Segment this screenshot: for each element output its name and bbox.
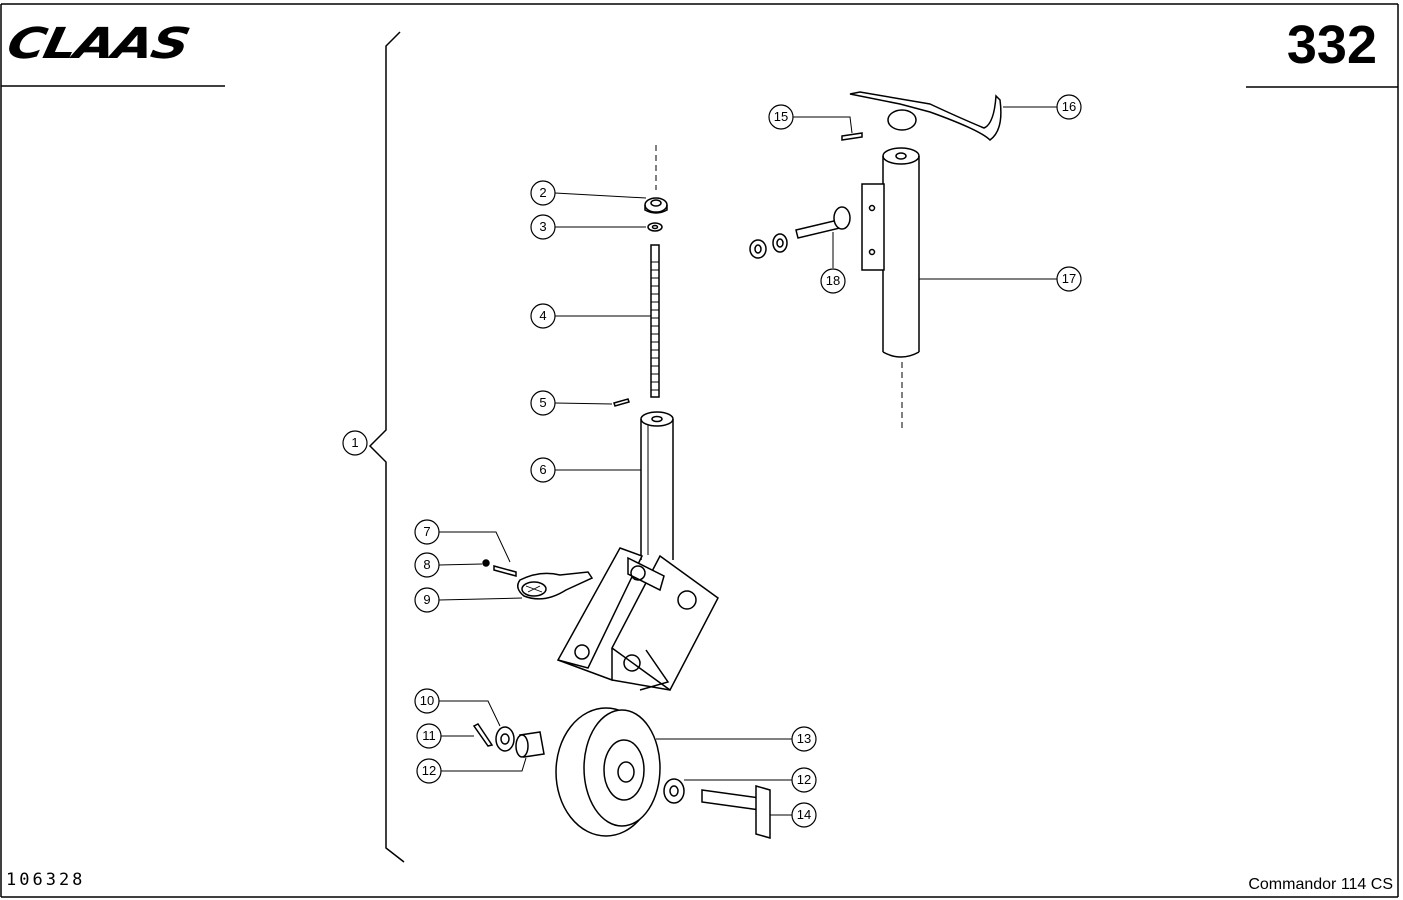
inner-tube [640, 411, 674, 560]
callout-8-label: 8 [423, 557, 430, 572]
callout-circle [530, 180, 556, 206]
leader-lines [438, 106, 1057, 816]
callout-circle [414, 688, 440, 714]
assembly-brace [368, 31, 405, 863]
callout-12-label: 12 [422, 763, 436, 778]
locking-lever [482, 559, 594, 600]
callout-circle [416, 758, 442, 784]
callout-circle [768, 104, 794, 130]
callout-10-label: 10 [420, 693, 434, 708]
washer-part [647, 222, 663, 232]
swivel-bracket [556, 547, 719, 692]
callout-15-label: 15 [774, 109, 788, 124]
callout-5-label: 5 [539, 395, 546, 410]
callout-circle [530, 457, 556, 483]
callout-7-label: 7 [423, 524, 430, 539]
pin-part [613, 398, 630, 407]
callout-11-label: 11 [422, 728, 436, 743]
callout-1-label: 1 [351, 435, 358, 450]
callout-13-label: 13 [797, 731, 811, 746]
callout-2-label: 2 [539, 185, 546, 200]
document-code: 106328 [6, 870, 86, 890]
callout-circle [530, 303, 556, 329]
callout-circle [414, 519, 440, 545]
callout-18-label: 18 [826, 273, 840, 288]
callout-9-label: 9 [423, 592, 430, 607]
wheel-axle [663, 778, 771, 839]
callout-labels: 1 2 3 4 5 6 7 8 9 10 11 12 12 13 14 15 1… [351, 99, 1076, 822]
callout-circle [530, 214, 556, 240]
callout-circle [820, 268, 846, 294]
callout-circle [791, 767, 817, 793]
callout-3-label: 3 [539, 219, 546, 234]
threaded-spindle [650, 244, 660, 398]
callout-14-label: 14 [797, 807, 811, 822]
callout-circle [342, 430, 368, 456]
callout-circle [416, 723, 442, 749]
sheet-frame [0, 3, 1399, 898]
callout-bubbles [342, 94, 1082, 828]
crank-handle [841, 91, 1002, 141]
callout-6-label: 6 [539, 462, 546, 477]
callout-circle [791, 802, 817, 828]
callout-circle [414, 587, 440, 613]
callout-circle [414, 552, 440, 578]
nut-part [644, 197, 668, 214]
outer-tube [861, 147, 920, 358]
callout-4-label: 4 [539, 308, 546, 323]
callout-circle [530, 390, 556, 416]
callout-circle [1056, 266, 1082, 292]
callout-16-label: 16 [1062, 99, 1076, 114]
center-lines [655, 145, 903, 432]
model-name: Commandor 114 CS [1248, 876, 1393, 893]
callout-12b-label: 12 [797, 772, 811, 787]
callout-circle [791, 726, 817, 752]
mounting-bolt [749, 206, 851, 259]
wheel-fixings [472, 723, 545, 758]
callout-circle [1056, 94, 1082, 120]
callout-17-label: 17 [1062, 271, 1076, 286]
page-number: 332 [1286, 15, 1377, 75]
wheel-part [555, 707, 661, 837]
